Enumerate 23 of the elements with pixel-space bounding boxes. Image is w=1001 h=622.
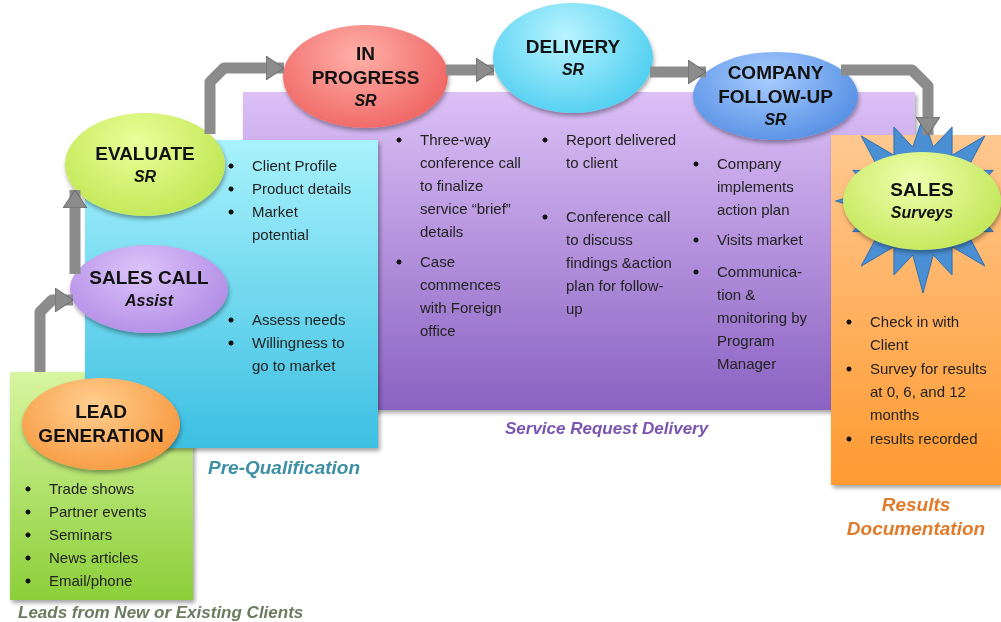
arrow (62, 189, 88, 274)
stage-title: IN PROGRESS (310, 41, 421, 90)
stage-subtitle: SR (764, 110, 787, 130)
arrow (650, 59, 707, 85)
stage-caption: Pre-Qualification (208, 456, 362, 480)
stage-title: DELIVERY (525, 35, 621, 59)
stage-ellipse (843, 152, 1001, 250)
arrow (34, 287, 74, 372)
stage-title: SALES CALL (89, 266, 209, 290)
stage-caption: Service Request Delivery (505, 418, 710, 440)
stage-subtitle: SR (354, 90, 377, 111)
stage-caption: Results Documentation (845, 493, 987, 541)
stage-subtitle: Surveys (890, 203, 954, 223)
stage-caption: Leads from New or Existing Clients (18, 602, 305, 622)
stage-subtitle: Assist (125, 291, 173, 311)
stage-title: LEAD GENERATION (37, 400, 165, 448)
stage-title: COMPANY FOLLOW-UP (717, 61, 834, 109)
stage-title: SALES (890, 178, 954, 202)
arrow (446, 57, 495, 83)
arrow (841, 64, 941, 136)
stage-subtitle: SR (561, 60, 585, 80)
stage-title: EVALUATE (95, 141, 195, 166)
stage-subtitle: SR (133, 166, 157, 187)
